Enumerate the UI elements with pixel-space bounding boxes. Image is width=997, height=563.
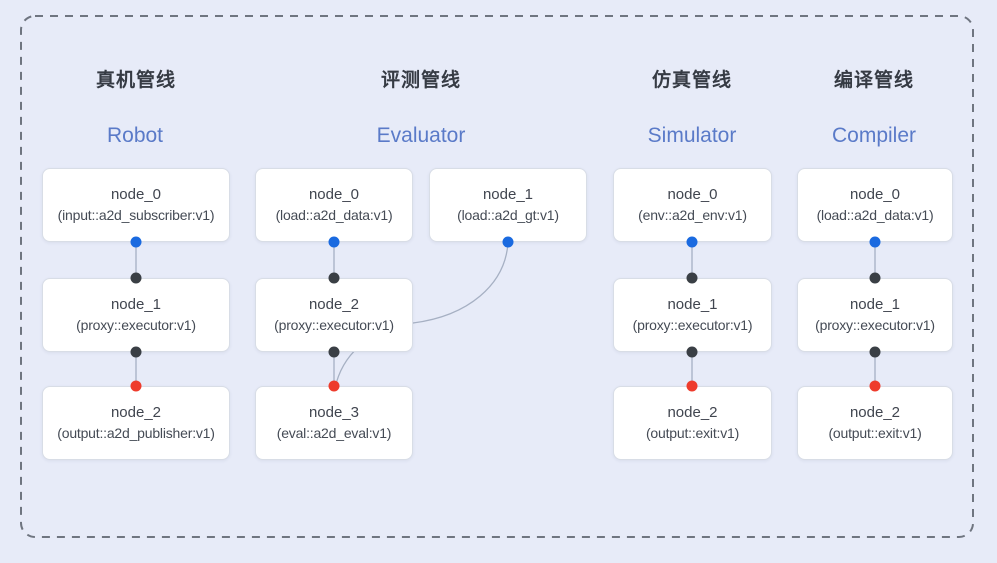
output-port-blue-icon — [130, 236, 142, 248]
node-subtitle: (eval::a2d_eval:v1) — [276, 425, 392, 442]
pipeline-title-zh-simulator: 仿真管线 — [651, 70, 733, 91]
node-title: node_2 — [110, 404, 162, 422]
node-subtitle: (proxy::executor:v1) — [632, 317, 753, 334]
node-title: node_1 — [482, 186, 534, 204]
input-port-red-icon — [328, 380, 340, 392]
output-port-black-icon — [328, 346, 340, 358]
node-box-compiler-node2: node_2 (output::exit:v1) — [797, 386, 953, 460]
node-box-evaluator-node1: node_1 (load::a2d_gt:v1) — [429, 168, 587, 242]
node-box-simulator-node0: node_0 (env::a2d_env:v1) — [613, 168, 772, 242]
pipeline-title-zh-compiler: 编译管线 — [833, 70, 915, 91]
node-subtitle: (output::exit:v1) — [828, 425, 922, 442]
node-title: node_2 — [667, 404, 718, 422]
node-box-robot-node2: node_2 (output::a2d_publisher:v1) — [42, 386, 230, 460]
input-port-red-icon — [869, 380, 881, 392]
input-port-red-icon — [130, 380, 142, 392]
node-subtitle: (proxy::executor:v1) — [815, 317, 935, 334]
node-title: node_1 — [849, 296, 901, 314]
output-port-blue-icon — [502, 236, 514, 248]
node-title: node_0 — [110, 186, 162, 204]
node-title: node_1 — [667, 296, 718, 314]
edge-evaluator-n1-n3-curve — [335, 242, 509, 385]
node-subtitle: (proxy::executor:v1) — [76, 317, 196, 334]
node-box-evaluator-node2: node_2 (proxy::executor:v1) — [255, 278, 413, 352]
node-subtitle: (output::a2d_publisher:v1) — [57, 425, 215, 442]
output-port-black-icon — [130, 346, 142, 358]
node-title: node_0 — [849, 186, 901, 204]
node-title: node_0 — [308, 186, 360, 204]
dashed-group-border — [20, 15, 974, 538]
node-box-simulator-node2: node_2 (output::exit:v1) — [613, 386, 772, 460]
node-subtitle: (proxy::executor:v1) — [274, 317, 394, 334]
node-box-compiler-node0: node_0 (load::a2d_data:v1) — [797, 168, 953, 242]
node-subtitle: (output::exit:v1) — [645, 425, 740, 442]
input-port-black-icon — [328, 272, 340, 284]
node-title: node_3 — [308, 404, 360, 422]
input-port-black-icon — [130, 272, 142, 284]
input-port-black-icon — [869, 272, 881, 284]
output-port-black-icon — [686, 346, 698, 358]
pipeline-title-en-evaluator: Evaluator — [376, 124, 466, 147]
pipeline-title-en-simulator: Simulator — [647, 124, 737, 147]
node-subtitle: (load::a2d_gt:v1) — [457, 207, 559, 224]
output-port-black-icon — [869, 346, 881, 358]
node-box-robot-node0: node_0 (input::a2d_subscriber:v1) — [42, 168, 230, 242]
node-subtitle: (load::a2d_data:v1) — [816, 207, 934, 224]
pipeline-title-zh-evaluator: 评测管线 — [380, 70, 462, 91]
pipeline-title-en-robot: Robot — [106, 124, 164, 147]
node-box-evaluator-node0: node_0 (load::a2d_data:v1) — [255, 168, 413, 242]
output-port-blue-icon — [869, 236, 881, 248]
node-box-robot-node1: node_1 (proxy::executor:v1) — [42, 278, 230, 352]
node-title: node_0 — [667, 186, 718, 204]
output-port-blue-icon — [686, 236, 698, 248]
node-subtitle: (input::a2d_subscriber:v1) — [57, 207, 215, 224]
node-title: node_1 — [110, 296, 162, 314]
input-port-black-icon — [686, 272, 698, 284]
pipeline-title-zh-robot: 真机管线 — [95, 70, 177, 91]
pipeline-title-en-compiler: Compiler — [831, 124, 917, 147]
node-box-compiler-node1: node_1 (proxy::executor:v1) — [797, 278, 953, 352]
node-title: node_2 — [308, 296, 360, 314]
output-port-blue-icon — [328, 236, 340, 248]
node-title: node_2 — [849, 404, 901, 422]
node-subtitle: (env::a2d_env:v1) — [638, 207, 747, 224]
node-subtitle: (load::a2d_data:v1) — [275, 207, 393, 224]
input-port-red-icon — [686, 380, 698, 392]
node-box-evaluator-node3: node_3 (eval::a2d_eval:v1) — [255, 386, 413, 460]
node-box-simulator-node1: node_1 (proxy::executor:v1) — [613, 278, 772, 352]
